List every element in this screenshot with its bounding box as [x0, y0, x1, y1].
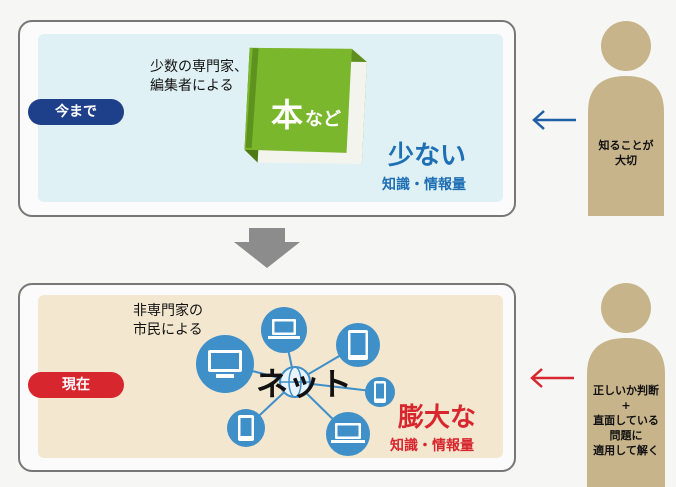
- now-amount-sub: 知識・情報量: [390, 438, 474, 454]
- book-title-suffix: など: [305, 109, 341, 130]
- desktop-icon: [196, 335, 254, 393]
- notebook-icon: [326, 412, 370, 456]
- laptop-icon: [261, 307, 307, 353]
- person-figure-top: [588, 21, 664, 216]
- globe-icon: [279, 366, 311, 398]
- past-person-text: 知ることが 大切: [598, 139, 654, 167]
- left-arrow-icon: [530, 368, 574, 388]
- mobile-icon: [227, 409, 265, 447]
- book-title-main: 本: [271, 96, 304, 134]
- now-amount: 膨大な: [398, 403, 477, 433]
- past-caption: 少数の専門家、 編集者による: [150, 59, 248, 94]
- phone-icon: [365, 377, 395, 407]
- book-icon: [244, 47, 367, 164]
- left-arrow-icon: [532, 110, 576, 130]
- down-arrow-icon: [234, 228, 300, 268]
- now-person-text: 正しいか判断 + 直面している 問題に 適用して解く: [593, 384, 659, 457]
- now-era-label: 現在: [28, 372, 124, 398]
- past-amount: 少ない: [388, 141, 467, 171]
- network-diagram: [196, 307, 395, 456]
- past-era-label: 今まで: [28, 99, 124, 125]
- tablet-icon: [336, 323, 380, 367]
- now-caption: 非専門家の 市民による: [133, 303, 203, 338]
- past-amount-sub: 知識・情報量: [382, 177, 466, 193]
- person-figure-bottom: [587, 283, 665, 487]
- network-label: ネット: [256, 365, 353, 403]
